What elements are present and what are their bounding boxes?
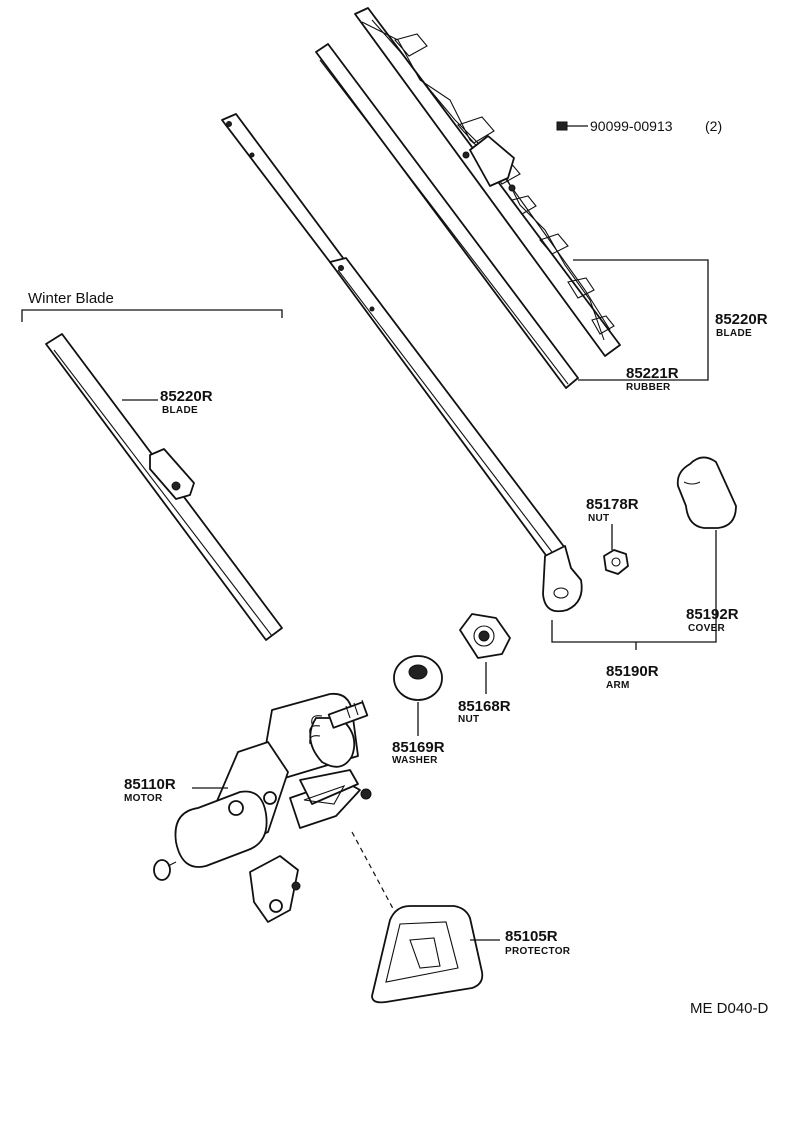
pivot-nut-drawing[interactable] (459, 613, 511, 659)
rubber-part-number[interactable]: 85221R (626, 365, 679, 382)
rubber-part-name: RUBBER (626, 382, 671, 393)
figure-code: ME D040-D (690, 1000, 769, 1017)
winter-blade-section-label: Winter Blade (28, 290, 114, 307)
winter-blade-bracket (21, 309, 283, 322)
fastener-quantity: (2) (705, 118, 722, 134)
pivot-nut-part-number[interactable]: 85168R (458, 698, 511, 715)
protector-alignment-dashed-line (351, 831, 399, 919)
protector-part-number[interactable]: 85105R (505, 928, 558, 945)
blade-part-number[interactable]: 85220R (715, 311, 768, 328)
washer-part-name: WASHER (392, 755, 438, 766)
washer-part-number[interactable]: 85169R (392, 739, 445, 756)
motor-part-number[interactable]: 85110R (124, 776, 176, 793)
fastener-part-number: 90099-00913 (590, 118, 673, 134)
wiper-arm-drawing[interactable] (221, 113, 583, 613)
fastener-screw-icon[interactable] (556, 121, 588, 131)
blade-assembly-drawing[interactable] (315, 7, 621, 389)
arm-leader-bracket (551, 530, 717, 643)
arm-part-number[interactable]: 85190R (606, 663, 659, 680)
arm-nut-drawing[interactable] (603, 549, 629, 575)
arm-part-name: ARM (606, 680, 630, 691)
cover-part-number[interactable]: 85192R (686, 606, 739, 623)
cover-part-name: COVER (688, 623, 726, 634)
protector-drawing[interactable] (371, 905, 484, 1004)
arm-nut-part-number[interactable]: 85178R (586, 496, 639, 513)
motor-part-name: MOTOR (124, 793, 163, 804)
protector-part-name: PROTECTOR (505, 946, 571, 957)
pivot-nut-part-name: NUT (458, 714, 479, 725)
wiper-motor-drawing[interactable] (153, 692, 372, 923)
washer-drawing[interactable] (393, 655, 443, 701)
cover-drawing[interactable] (676, 456, 737, 529)
winter-blade-part-number[interactable]: 85220R (160, 388, 213, 405)
blade-leader-bracket (573, 259, 709, 381)
winter-blade-drawing[interactable] (45, 333, 283, 641)
winter-blade-part-name: BLADE (162, 405, 198, 416)
blade-part-name: BLADE (716, 328, 752, 339)
arm-nut-part-name: NUT (588, 513, 609, 524)
